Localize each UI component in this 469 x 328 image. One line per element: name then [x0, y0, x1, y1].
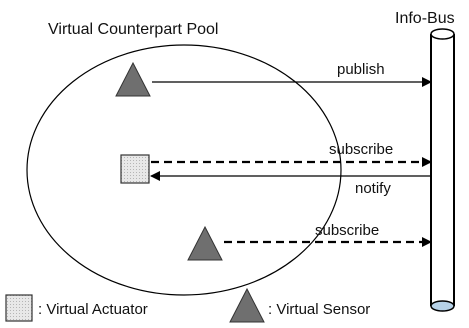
- bus-title: Info-Bus: [395, 10, 455, 27]
- legend-actuator-label: : Virtual Actuator: [38, 301, 148, 318]
- notify-label: notify: [355, 180, 391, 197]
- counterpart-pool-ellipse: [26, 44, 342, 296]
- virtual-sensor-icon: [115, 61, 151, 97]
- legend: : Virtual Actuator : Virtual Sensor: [5, 287, 370, 323]
- virtual-actuator-icon: [120, 154, 150, 184]
- publish-label: publish: [337, 61, 385, 78]
- legend-sensor-label: : Virtual Sensor: [268, 301, 370, 318]
- actuator-subscribe-label: subscribe: [329, 141, 393, 158]
- info-bus-bottom-cap: [430, 300, 455, 312]
- sensor-subscribe-label: subscribe: [315, 222, 379, 239]
- pool-title: Virtual Counterpart Pool: [48, 21, 218, 38]
- virtual-sensor-icon: [187, 225, 223, 261]
- legend-sensor-icon: [229, 287, 265, 323]
- info-bus: [430, 28, 455, 312]
- legend-actuator-icon: [5, 294, 33, 322]
